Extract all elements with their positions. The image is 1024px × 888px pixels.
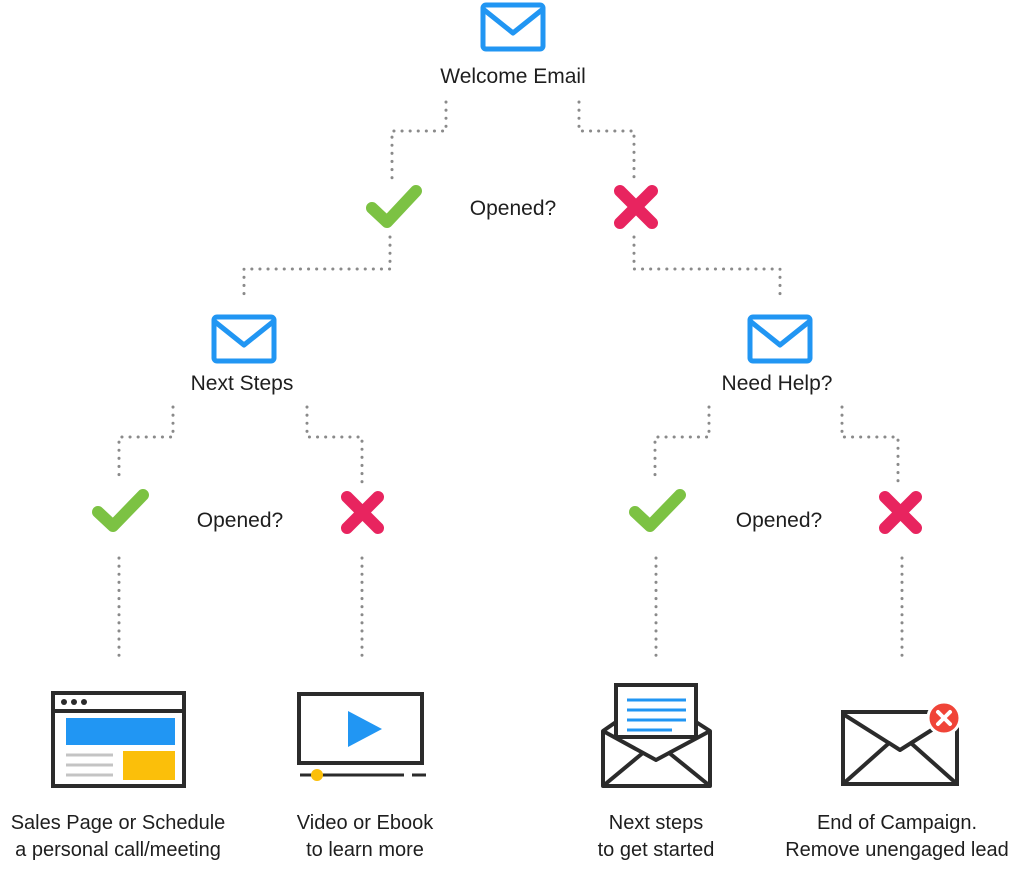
decision-right-label: Opened?	[735, 509, 823, 532]
envelope-icon	[211, 314, 277, 364]
decision-top-label: Opened?	[469, 197, 557, 220]
outcome-3-line2: to get started	[597, 839, 715, 861]
connector-root-yes	[390, 100, 448, 184]
right-branch-label: Need Help?	[721, 372, 833, 395]
root-label: Welcome Email	[440, 65, 586, 88]
outcome-2-line2: to learn more	[306, 839, 424, 861]
outcome-4-label: End of Campaign. Remove unengaged lead	[770, 810, 1024, 864]
connector-right-yes	[653, 405, 711, 484]
outcome-2-line1: Video or Ebook	[296, 812, 434, 834]
envelope-icon	[747, 314, 813, 364]
video-player-icon	[297, 692, 426, 781]
webpage-icon	[51, 691, 186, 788]
connectors	[117, 100, 904, 660]
envelope-x-icon	[841, 700, 962, 786]
envelope-icon	[480, 2, 546, 52]
outcome-4-line2: Remove unengaged lead	[785, 839, 1009, 861]
connector-left-no	[305, 405, 364, 484]
decision-left-label: Opened?	[196, 509, 284, 532]
check-icon	[92, 489, 149, 532]
cross-icon	[879, 491, 922, 534]
left-branch-label: Next Steps	[190, 372, 294, 395]
open-envelope-icon	[601, 683, 712, 788]
connector-no-right	[632, 235, 782, 302]
cross-icon	[614, 185, 658, 229]
check-icon	[629, 489, 686, 532]
outcome-2-label: Video or Ebook to learn more	[270, 810, 460, 864]
cross-icon	[341, 491, 384, 534]
connector-yes-left	[242, 235, 392, 302]
outcome-4-line1: End of Campaign.	[816, 812, 978, 834]
outcome-1-label: Sales Page or Schedule a personal call/m…	[0, 810, 236, 864]
check-icon	[366, 185, 422, 228]
outcome-3-line1: Next steps	[608, 812, 704, 834]
connector-left-yes	[117, 405, 175, 484]
connector-right-no	[840, 405, 900, 484]
outcome-1-line2: a personal call/meeting	[15, 839, 221, 861]
outcome-3-label: Next steps to get started	[566, 810, 746, 864]
connector-root-no	[577, 100, 636, 184]
outcome-1-line1: Sales Page or Schedule	[10, 812, 226, 834]
